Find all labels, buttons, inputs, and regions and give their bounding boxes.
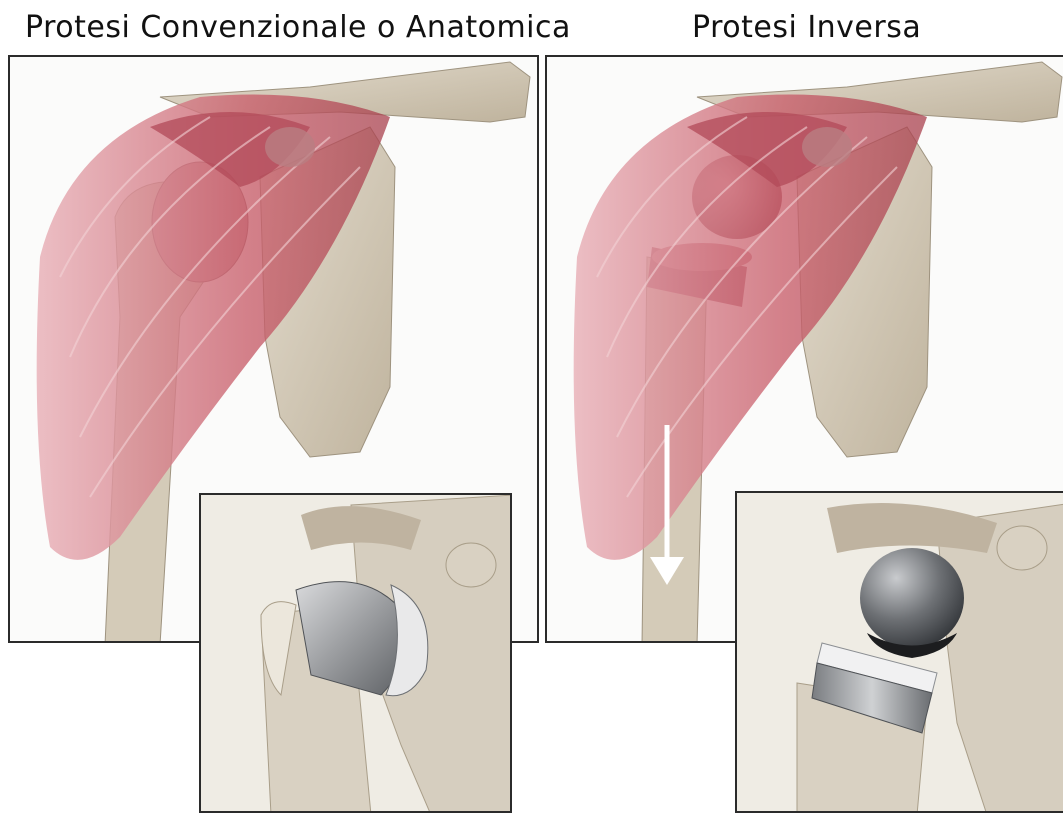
- metal-glenosphere: [860, 548, 964, 648]
- reverse-prosthesis-closeup: [735, 491, 1063, 813]
- anatomical-prosthesis-closeup: [199, 493, 512, 813]
- title-conventional-prosthesis: Protesi Convenzionale o Anatomica: [25, 10, 571, 45]
- title-reverse-prosthesis: Protesi Inversa: [692, 10, 921, 45]
